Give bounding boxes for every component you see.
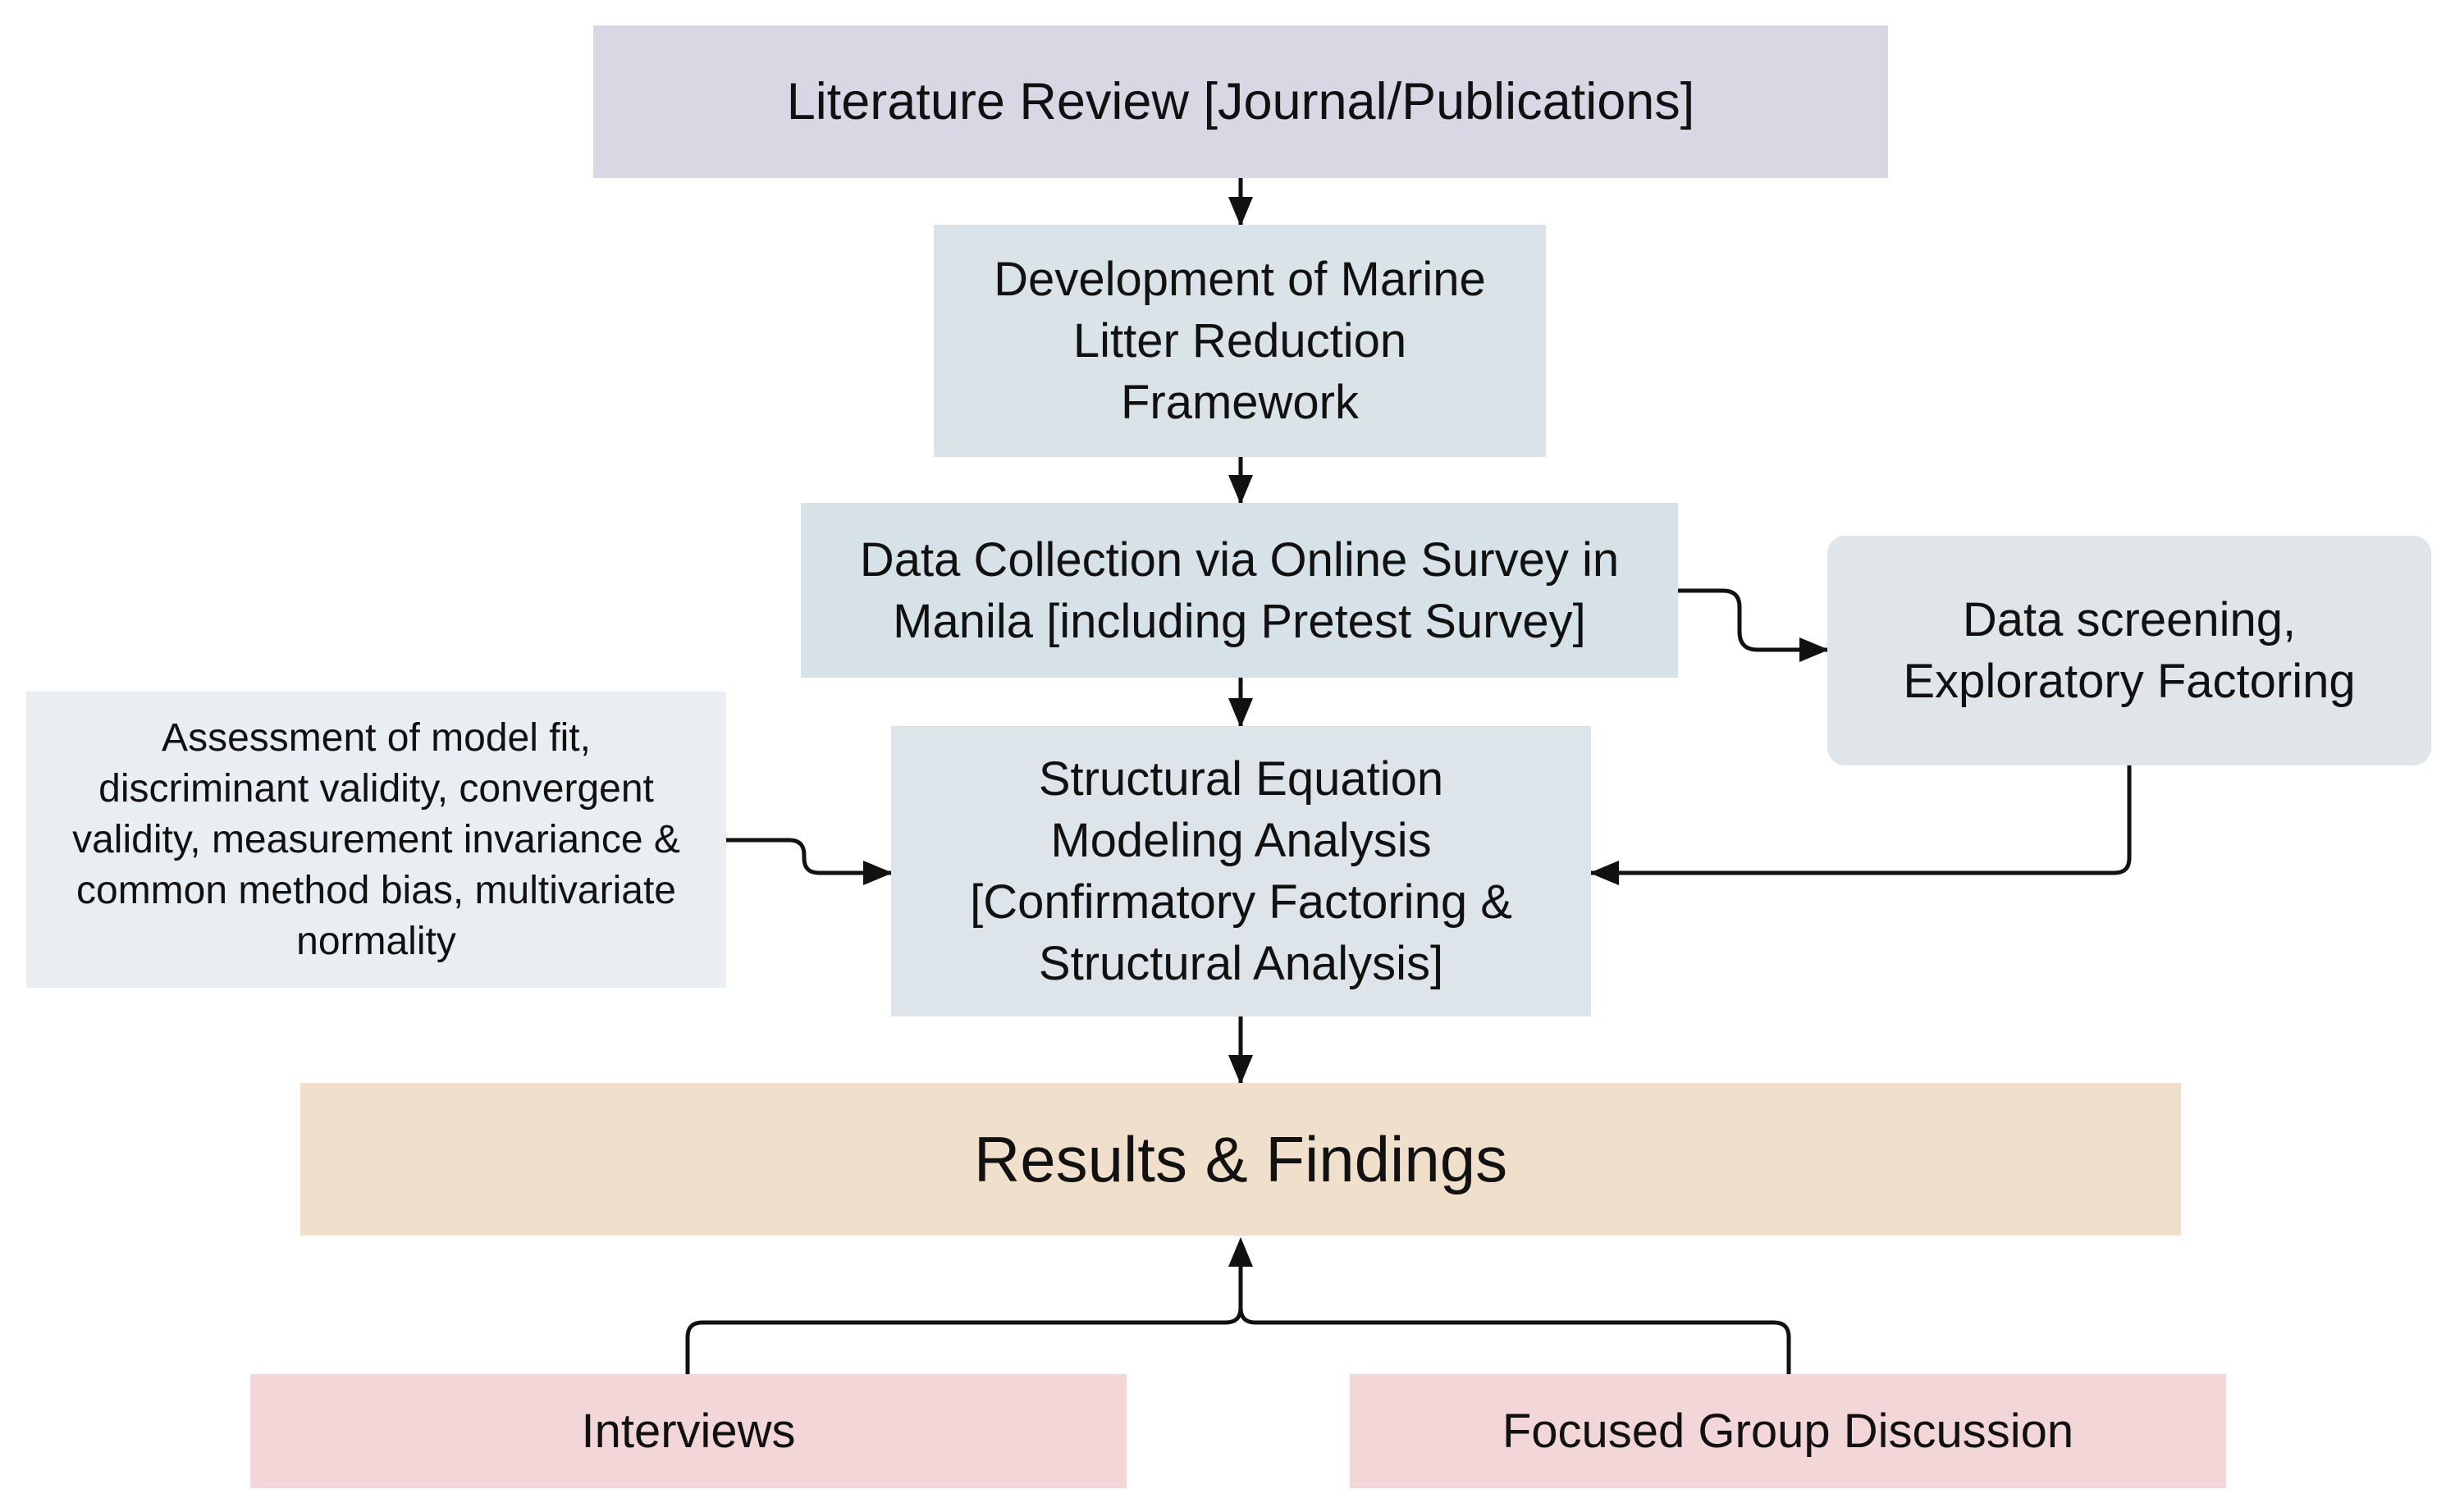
edge-screening-to-sem — [1589, 765, 2132, 885]
node-label-line: Interviews — [581, 1405, 796, 1458]
node-label-line: Structural Equation — [1038, 752, 1444, 806]
node-label-line: Literature Review [Journal/Publications] — [786, 73, 1695, 130]
node-focused-group: Focused Group Discussion — [1350, 1374, 2226, 1488]
node-label-line: Litter Reduction — [1072, 314, 1407, 368]
node-label-line: discriminant validity, convergent — [98, 766, 654, 811]
edge-focused-group-to-results — [1238, 1307, 1791, 1374]
node-data-collection: Data Collection via Online Survey in Man… — [801, 503, 1678, 678]
node-label-line: Modeling Analysis — [1050, 814, 1432, 867]
results-arrowhead — [1228, 1237, 1253, 1267]
node-framework-development: Development of Marine Litter Reduction F… — [934, 225, 1546, 457]
node-label-line: Structural Analysis] — [1038, 937, 1444, 990]
node-label-line: [Confirmatory Factoring & — [970, 875, 1512, 929]
node-label-line: Data Collection via Online Survey in — [859, 532, 1620, 587]
node-label-line: Data screening, — [1962, 593, 2297, 646]
edge-interviews-to-results — [685, 1255, 1243, 1374]
node-label-line: Results & Findings — [973, 1122, 1508, 1195]
node-literature-review: Literature Review [Journal/Publications] — [593, 25, 1888, 178]
node-interviews: Interviews — [250, 1374, 1127, 1488]
node-label-line: validity, measurement invariance & — [72, 817, 680, 861]
node-label-line: Assessment of model fit, — [162, 715, 591, 760]
node-label-line: Framework — [1120, 376, 1359, 429]
edge-assessment-to-sem — [726, 838, 893, 885]
edge-collection-to-screening — [1678, 588, 1829, 662]
node-assessment: Assessment of model fit, discriminant va… — [26, 692, 726, 988]
node-label-line: Focused Group Discussion — [1502, 1405, 2074, 1458]
node-label-line: Development of Marine — [994, 253, 1486, 306]
node-data-screening: Data screening, Exploratory Factoring — [1827, 536, 2431, 765]
node-label-line: common method bias, multivariate — [76, 868, 676, 912]
node-label-line: Exploratory Factoring — [1903, 655, 2356, 708]
node-results: Results & Findings — [300, 1083, 2181, 1236]
node-label-line: Manila [including Pretest Survey] — [893, 594, 1586, 648]
node-label-line: normality — [296, 919, 456, 963]
node-sem-analysis: Structural Equation Modeling Analysis [C… — [891, 726, 1591, 1016]
